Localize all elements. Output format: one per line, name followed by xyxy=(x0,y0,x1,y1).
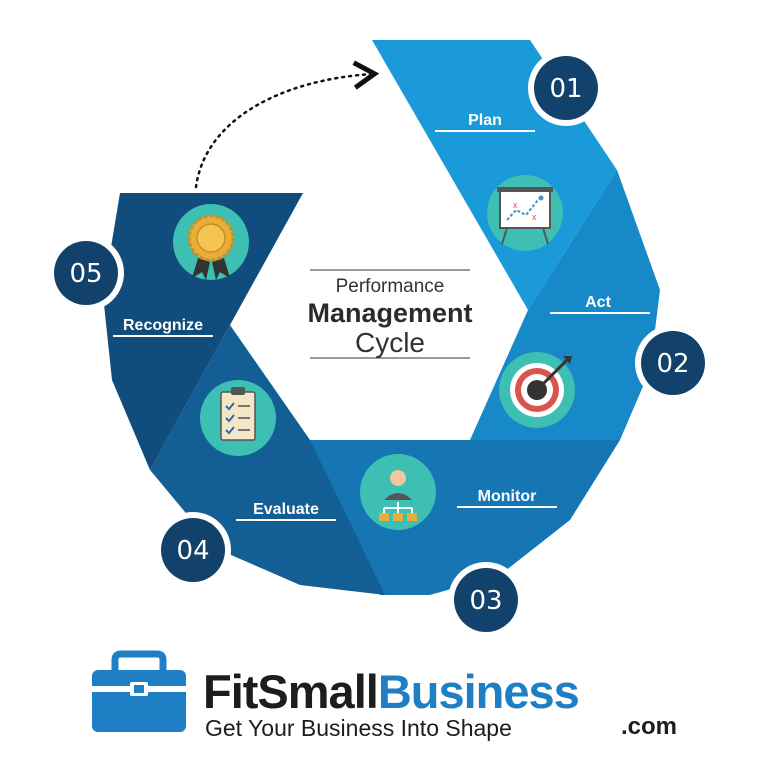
award-badge-icon xyxy=(173,204,249,280)
presentation-board-icon: x x xyxy=(487,175,563,251)
badge-02-number: 02 xyxy=(656,349,689,379)
badge-03: 03 xyxy=(448,562,524,638)
badge-02: 02 xyxy=(635,325,711,401)
badge-01-number: 01 xyxy=(549,74,582,104)
brand-name-part1: FitSmall xyxy=(203,665,378,718)
evaluate-label: Evaluate xyxy=(253,501,319,518)
badge-03-number: 03 xyxy=(469,586,502,616)
step-evaluate: Evaluate xyxy=(200,380,336,521)
badge-05-number: 05 xyxy=(69,259,102,289)
monitor-label: Monitor xyxy=(478,488,537,505)
brand-name: FitSmallBusiness xyxy=(203,665,579,718)
step-monitor: Monitor xyxy=(360,454,557,530)
badge-01: 01 xyxy=(528,50,604,126)
brand-domain: .com xyxy=(621,713,677,740)
center-title-line2: Management xyxy=(307,298,472,328)
brand-name-part2: Business xyxy=(378,665,579,718)
svg-text:x: x xyxy=(513,200,518,210)
target-dart-icon xyxy=(499,352,575,428)
brand-tagline: Get Your Business Into Shape xyxy=(205,715,512,741)
step-plan: Plan x x xyxy=(435,112,563,251)
badge-04: 04 xyxy=(155,512,231,588)
recognize-label: Recognize xyxy=(123,317,203,334)
briefcase-icon xyxy=(92,650,186,732)
center-title-line3: Cycle xyxy=(355,327,425,358)
checklist-clipboard-icon xyxy=(200,380,276,456)
badge-04-number: 04 xyxy=(176,536,209,566)
org-chart-person-icon xyxy=(360,454,436,530)
step-act: Act xyxy=(499,294,650,428)
svg-text:x: x xyxy=(532,212,537,222)
cycle-arrow xyxy=(194,60,380,189)
step-recognize: Recognize xyxy=(113,204,249,337)
center-title: Performance Management Cycle xyxy=(307,269,473,359)
act-label: Act xyxy=(585,294,611,311)
brand-logo: FitSmallBusiness Get Your Business Into … xyxy=(92,650,677,741)
badge-05: 05 xyxy=(48,235,124,311)
center-title-line1: Performance xyxy=(336,276,445,297)
recognize-segment xyxy=(103,193,303,470)
plan-label: Plan xyxy=(468,112,502,129)
